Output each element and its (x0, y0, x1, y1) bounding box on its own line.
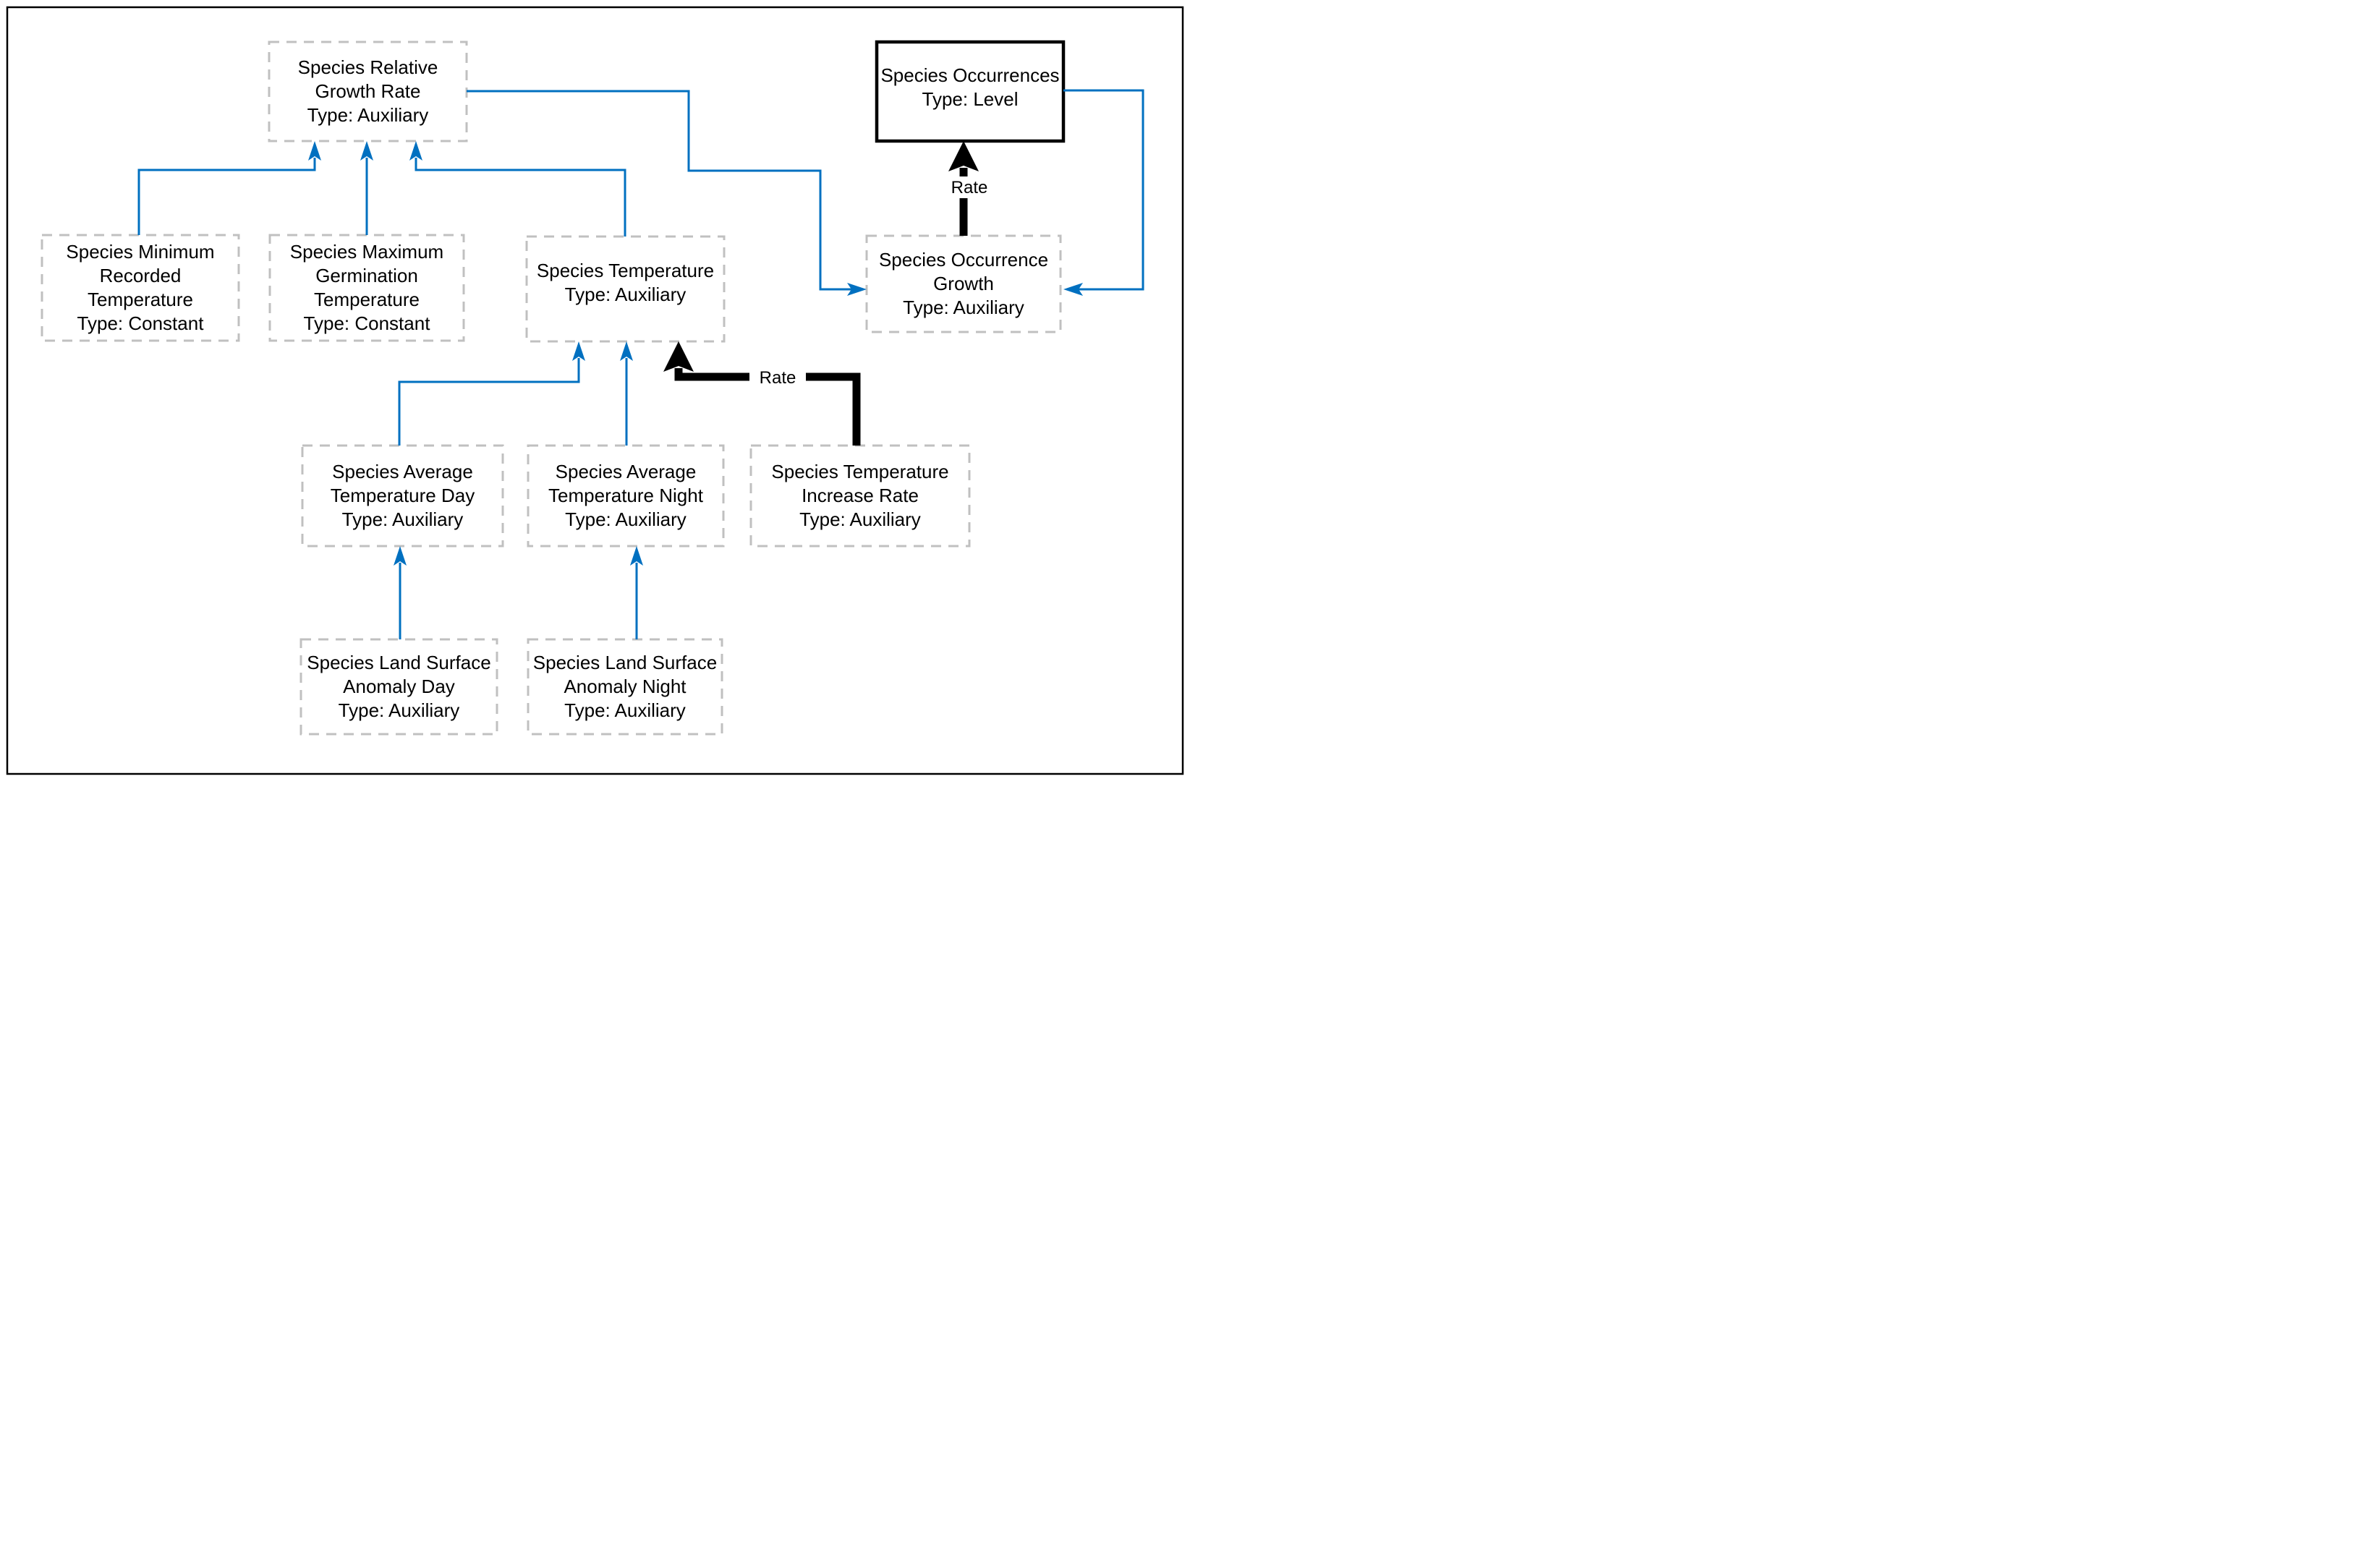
node-border-species-land-surface-anomaly-night (527, 638, 723, 736)
link-avg-day-to-temperature (398, 358, 580, 446)
flow-arrowhead-up-icon (663, 341, 694, 372)
flow-label-temperature-rate: Rate (749, 367, 806, 388)
black-arrowheads (663, 141, 979, 372)
node-border-species-temperature (525, 235, 726, 343)
arrowhead-left-icon (1063, 283, 1083, 296)
arrowhead-up-icon (620, 341, 633, 361)
node-border-species-relative-growth-rate (268, 41, 468, 142)
node-border-species-average-temperature-night (527, 444, 725, 548)
arrowhead-up-icon (394, 546, 407, 566)
blue-links (137, 89, 1144, 639)
link-growth-rate-to-occurrence-growth (467, 90, 852, 291)
arrowhead-up-icon (630, 546, 643, 566)
rate-label: Rate (951, 178, 988, 197)
node-border-species-temperature-increase-rate (749, 444, 971, 548)
label-backplate (941, 176, 998, 198)
node-border-species-occurrence-growth (865, 234, 1062, 333)
link-occurrences-to-occurrence-growth (1063, 89, 1144, 291)
node-border-species-occurrences (875, 40, 1066, 143)
node-border-species-maximum-germination-temperature (268, 234, 465, 342)
node-border-species-minimum-recorded-temperature (41, 234, 240, 342)
diagram-frame (6, 6, 1184, 775)
blue-arrowheads (308, 141, 1083, 566)
node-border-species-average-temperature-day (301, 444, 504, 548)
node-border-species-land-surface-anomaly-day (299, 638, 498, 736)
diagram-graphics: Rate Rate (6, 6, 1184, 775)
arrowhead-up-icon (572, 341, 585, 361)
flow-arrowhead-up-icon (948, 141, 979, 171)
arrowhead-up-icon (409, 141, 422, 161)
rate-label: Rate (760, 368, 796, 388)
arrowhead-up-icon (308, 141, 321, 161)
arrowhead-right-icon (847, 283, 867, 296)
system-dynamics-diagram: Rate Rate Species Relative Growth Rate T… (0, 0, 1190, 781)
label-backplate (749, 367, 806, 388)
arrowhead-up-icon (360, 141, 373, 161)
link-min-temp-to-growth-rate (137, 158, 316, 235)
link-temperature-to-growth-rate (415, 158, 626, 237)
flow-label-occurrence-rate: Rate (941, 176, 998, 198)
